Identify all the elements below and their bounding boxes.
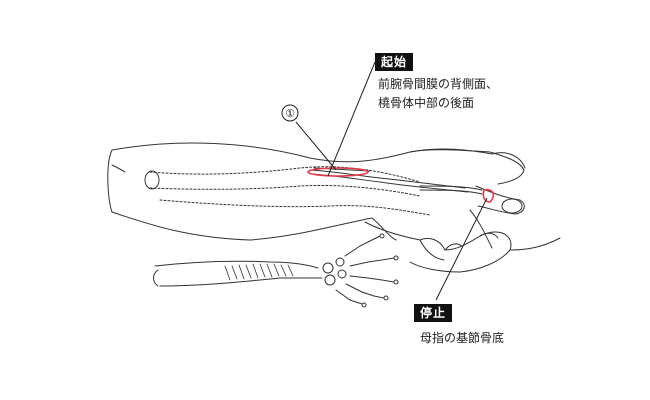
origin-text-line2: 橈骨体中部の後面: [378, 96, 475, 110]
insertion-highlight: [482, 188, 495, 203]
ulna-bone: [159, 199, 431, 216]
marker-leader-line: [295, 121, 337, 171]
forearm-outline-bottom: [111, 211, 397, 241]
elbow-outline: [107, 149, 113, 213]
insertion-badge: 停止: [414, 304, 453, 322]
origin-badge: 起始: [375, 53, 414, 71]
marker-circle: [281, 104, 299, 122]
examiner-hand: [364, 221, 512, 273]
skeleton-ulna: [159, 277, 323, 287]
tendon: [419, 185, 483, 191]
skeleton-radius: [154, 260, 319, 269]
origin-text-line1: 前腕骨間膜の背側面、: [378, 77, 499, 91]
muscle-belly: [309, 169, 466, 189]
insertion-text: 母指の基節骨底: [420, 331, 505, 345]
marker-label: ①: [285, 107, 295, 120]
origin-highlight: [307, 167, 369, 177]
skeleton-inset: [153, 233, 399, 308]
hand-outline: [409, 149, 525, 185]
origin-leader-line: [327, 61, 376, 177]
forearm-outline-top: [111, 142, 526, 169]
insertion-leader-line: [435, 197, 488, 301]
thumb-tip: [501, 198, 523, 214]
radius-head: [144, 170, 160, 190]
radius-bone: [149, 166, 421, 183]
